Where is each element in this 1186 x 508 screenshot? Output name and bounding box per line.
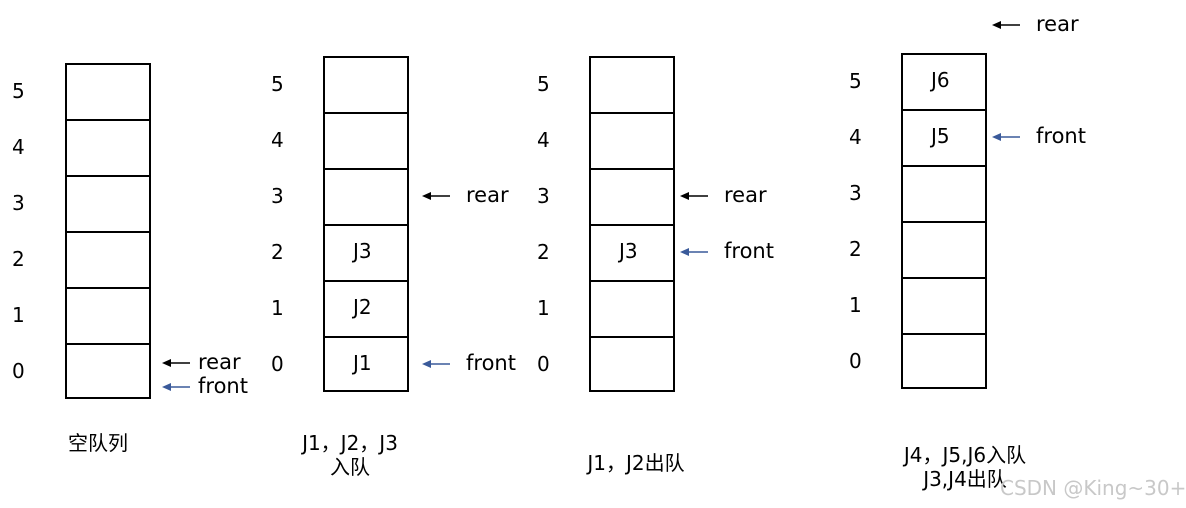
index-label: 1 [849, 293, 862, 317]
cell-label: J3 [619, 239, 638, 263]
queue-stack [65, 63, 151, 399]
queue-cell [589, 56, 675, 114]
index-label: 2 [12, 247, 25, 271]
index-label: 4 [537, 128, 550, 152]
queue-cell [323, 56, 409, 114]
queue-stack [589, 56, 675, 392]
rear-arrow [422, 192, 450, 200]
rear-arrow [162, 359, 190, 367]
queue-stack [323, 56, 409, 392]
rear-label: rear [466, 183, 509, 207]
front-arrow [992, 133, 1020, 141]
panel-caption: 空队列 [68, 431, 128, 455]
index-label: 3 [849, 181, 862, 205]
queue-cell [65, 63, 151, 121]
queue-cell [901, 53, 987, 111]
index-label: 4 [849, 125, 862, 149]
index-label: 1 [271, 296, 284, 320]
index-label: 2 [537, 240, 550, 264]
front-label: front [466, 351, 516, 375]
index-label: 5 [849, 69, 862, 93]
rear-label: rear [724, 183, 767, 207]
index-label: 0 [537, 352, 550, 376]
cell-label: J6 [931, 68, 950, 92]
front-arrow [680, 248, 708, 256]
front-arrow [422, 360, 450, 368]
rear-arrow [992, 21, 1020, 29]
index-label: 5 [537, 72, 550, 96]
index-label: 1 [12, 303, 25, 327]
rear-label: rear [1036, 12, 1079, 36]
front-label: front [198, 374, 248, 398]
panel-caption: J1，J2出队 [587, 451, 685, 475]
index-label: 3 [271, 184, 284, 208]
index-label: 5 [271, 72, 284, 96]
cell-label: J1 [353, 351, 372, 375]
index-label: 0 [271, 352, 284, 376]
front-arrow [162, 383, 190, 391]
index-label: 0 [849, 349, 862, 373]
panel-caption: J1，J2，J3 [302, 431, 398, 455]
rear-arrow [680, 192, 708, 200]
index-label: 1 [537, 296, 550, 320]
rear-label: rear [198, 350, 241, 374]
index-label: 0 [12, 359, 25, 383]
panel-caption: 入队 [330, 455, 370, 479]
index-label: 4 [12, 135, 25, 159]
front-label: front [724, 239, 774, 263]
panel-caption: J4，J5,J6入队 [903, 443, 1027, 467]
front-label: front [1036, 124, 1086, 148]
index-label: 3 [537, 184, 550, 208]
index-label: 5 [12, 79, 25, 103]
cell-label: J5 [931, 124, 950, 148]
queue-stack [901, 53, 987, 389]
panel-caption: J3,J4出队 [923, 467, 1007, 491]
index-label: 4 [271, 128, 284, 152]
watermark: CSDN @King~30+ [1000, 476, 1186, 500]
cell-label: J2 [353, 295, 372, 319]
index-label: 2 [271, 240, 284, 264]
index-label: 3 [12, 191, 25, 215]
cell-label: J3 [353, 239, 372, 263]
index-label: 2 [849, 237, 862, 261]
